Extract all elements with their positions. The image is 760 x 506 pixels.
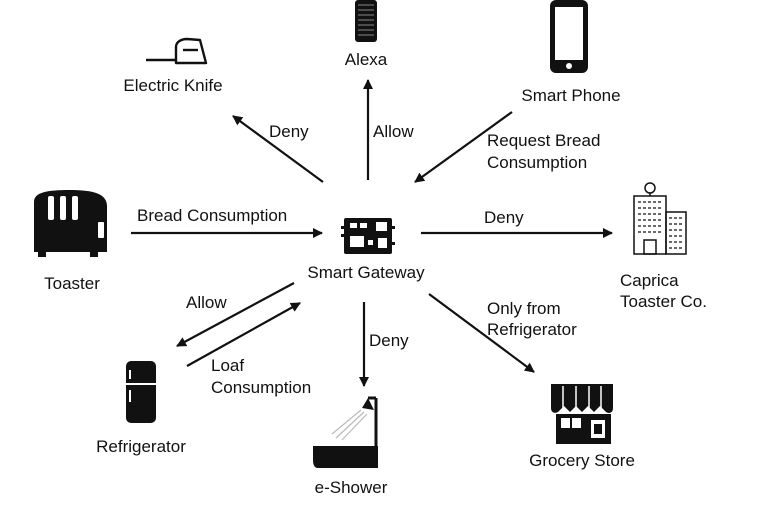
office-building-icon xyxy=(633,182,687,255)
edge-label-alexa: Allow xyxy=(373,122,414,141)
edge-label-loaf-line1: Loaf xyxy=(211,356,244,375)
node-label-caprica-line2: Toaster Co. xyxy=(620,292,707,311)
edges xyxy=(131,79,613,387)
edge-label-phone-line2: Consumption xyxy=(487,153,587,172)
node-label-grocery-store: Grocery Store xyxy=(529,451,635,470)
edge-refrigerator-to-gateway xyxy=(186,302,301,367)
edge-label-toaster: Bread Consumption xyxy=(137,206,287,225)
node-label-e-shower: e-Shower xyxy=(315,478,388,497)
refrigerator-icon xyxy=(126,361,156,423)
edge-gateway-to-knife xyxy=(232,115,324,183)
node-label-alexa: Alexa xyxy=(345,50,388,69)
edge-label-caprica: Deny xyxy=(484,208,524,227)
edge-label-loaf-line2: Consumption xyxy=(211,378,311,397)
edge-label-refrigerator-allow: Allow xyxy=(186,293,227,312)
node-label-toaster: Toaster xyxy=(44,274,100,293)
edge-label-shower: Deny xyxy=(369,331,409,350)
edge-gateway-to-grocery xyxy=(428,293,535,373)
edge-phone-to-gateway xyxy=(414,111,513,183)
node-label-electric-knife: Electric Knife xyxy=(123,76,222,95)
edge-label-knife: Deny xyxy=(269,122,309,141)
smart-speaker-icon xyxy=(355,0,377,42)
bathtub-shower-icon xyxy=(313,396,378,468)
node-label-refrigerator: Refrigerator xyxy=(96,437,186,456)
edge-label-grocery-line1: Only from xyxy=(487,299,561,318)
storefront-icon xyxy=(551,384,613,444)
edge-label-grocery-line2: Refrigerator xyxy=(487,320,577,339)
node-label-smart-gateway: Smart Gateway xyxy=(307,263,425,282)
circuit-board-icon xyxy=(341,218,395,254)
smartphone-icon xyxy=(550,0,588,73)
node-label-caprica-line1: Caprica xyxy=(620,271,679,290)
electric-knife-icon xyxy=(146,37,208,65)
edge-gateway-to-refrigerator xyxy=(176,282,295,347)
toaster-icon xyxy=(34,190,107,257)
node-label-smart-phone: Smart Phone xyxy=(521,86,620,105)
edge-label-phone-line1: Request Bread xyxy=(487,131,600,150)
